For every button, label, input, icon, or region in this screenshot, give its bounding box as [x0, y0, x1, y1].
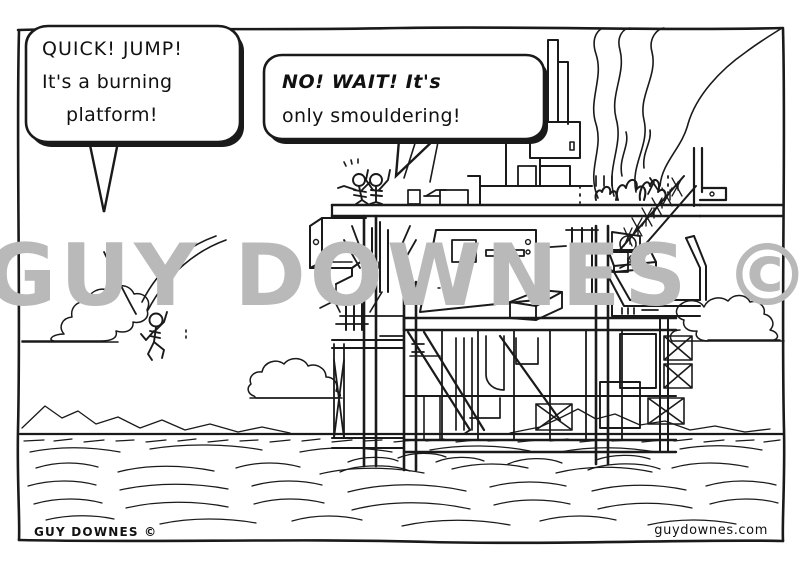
bubble-right-line-1: NO! WAIT! It's [282, 71, 441, 93]
pipe-cluster-main [343, 221, 417, 293]
bubble-left-line-1: QUICK! JUMP! [42, 38, 183, 60]
cloud-left [21, 285, 150, 343]
bubble-left-line-3: platform! [66, 104, 158, 126]
bubble-left-line-2: It's a burning [42, 71, 173, 93]
platform-understructure [331, 315, 693, 454]
deck-man-1 [337, 173, 371, 205]
speech-bubble-right[interactable]: NO! WAIT! It's only smouldering! [262, 53, 548, 144]
smoke-plumes [592, 27, 783, 199]
cloud-center [247, 357, 343, 399]
crane [605, 146, 728, 317]
oil-platform [309, 39, 784, 472]
helideck-ramp [309, 217, 367, 309]
bubble-right-line-2: only smouldering! [282, 105, 461, 127]
falling-man [103, 235, 227, 361]
deck-man-2 [343, 158, 391, 205]
website-url: guydownes.com [654, 523, 768, 538]
cloud-right [669, 294, 785, 342]
module-main [419, 229, 567, 313]
speech-bubble-left[interactable]: QUICK! JUMP! It's a burning platform! [24, 24, 244, 147]
artist-signature: GUY DOWNES © [34, 525, 157, 539]
flames [579, 175, 669, 204]
upper-deck [330, 203, 784, 218]
watermark-text: GUY DOWNES © [0, 226, 800, 326]
lower-deck-beam [402, 316, 678, 332]
